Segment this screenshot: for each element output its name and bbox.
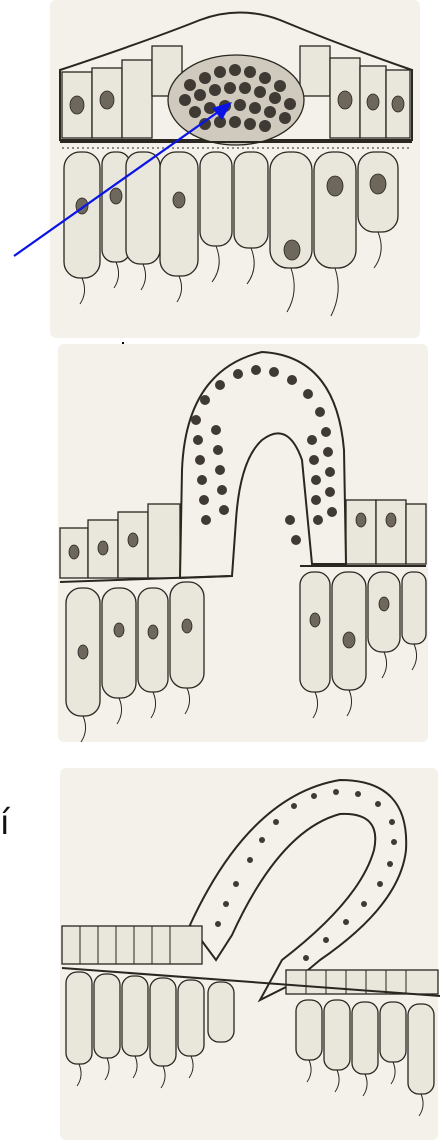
edge-text: í bbox=[0, 806, 9, 840]
panel-outgrowth bbox=[60, 768, 440, 1140]
cell-cluster bbox=[168, 55, 304, 145]
panel-invagination bbox=[58, 344, 428, 742]
panel-placode bbox=[14, 0, 420, 338]
